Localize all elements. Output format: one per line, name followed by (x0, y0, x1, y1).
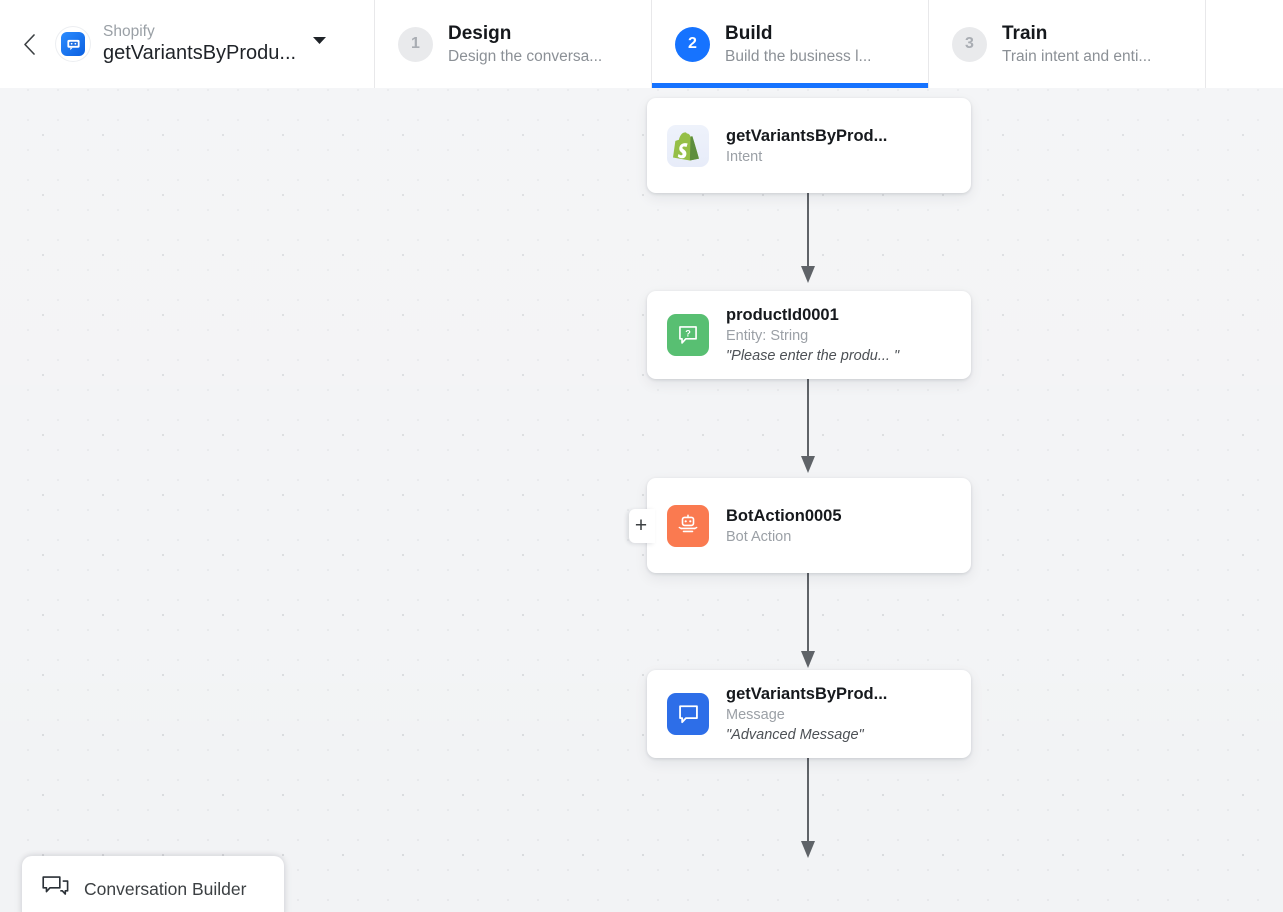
step-active-indicator (652, 83, 928, 88)
bot-avatar-icon (56, 27, 90, 61)
flow-canvas[interactable]: getVariantsByProd... Intent ? productId0… (0, 88, 1283, 912)
app-header: Shopify getVariantsByProdu... 1 Design D… (0, 0, 1283, 88)
add-node-button[interactable]: + (629, 508, 655, 543)
header-bot-identity: Shopify getVariantsByProdu... (0, 0, 375, 88)
step-title: Train (1002, 22, 1048, 44)
step-subtitle: Train intent and enti... (1002, 47, 1152, 65)
step-tab-train[interactable]: 3 Train Train intent and enti... (929, 0, 1206, 88)
robot-icon (667, 504, 709, 547)
flow-node-type: Entity: String (726, 328, 809, 344)
back-button[interactable] (14, 29, 44, 59)
flow-node-type: Message (726, 707, 785, 723)
shopify-bag-icon (667, 124, 709, 167)
flow-node-quote: "Please enter the produ... " (726, 348, 900, 364)
step-title: Design (448, 22, 512, 44)
step-tab-build[interactable]: 2 Build Build the business l... (652, 0, 929, 88)
flow-node-title: getVariantsByProd... (726, 126, 888, 145)
flow-node-type: Intent (726, 148, 763, 165)
question-bubble-icon: ? (667, 314, 709, 356)
chat-bubbles-icon (42, 875, 69, 904)
chevron-down-icon (312, 32, 327, 50)
flow-connector (801, 193, 815, 283)
step-number-badge: 3 (952, 26, 987, 62)
message-bubble-icon (667, 693, 709, 735)
flow-connector (801, 758, 815, 858)
step-tab-design[interactable]: 1 Design Design the conversa... (375, 0, 652, 88)
step-number-badge: 2 (675, 26, 710, 62)
svg-text:?: ? (685, 328, 691, 338)
flow-connector (801, 568, 815, 668)
step-number-badge: 1 (398, 26, 433, 62)
flow-node-title: BotAction0005 (726, 506, 842, 525)
flow-connector (801, 378, 815, 473)
flow-node-bot-action[interactable]: + BotAction0005 Bot Action (629, 478, 971, 573)
wizard-steps: 1 Design Design the conversa... 2 Build … (375, 0, 1283, 88)
flow-node-quote: "Advanced Message" (726, 727, 864, 743)
flow-node-type: Bot Action (726, 528, 792, 545)
step-subtitle: Build the business l... (725, 47, 872, 65)
bot-selector-dropdown[interactable] (312, 32, 327, 56)
flow-node-entity[interactable]: ? productId0001 Entity: String "Please e… (647, 291, 971, 379)
bot-category-label: Shopify (103, 23, 155, 40)
header-spacer (1206, 0, 1283, 88)
step-subtitle: Design the conversa... (448, 47, 603, 65)
bot-title-block[interactable]: Shopify getVariantsByProdu... (103, 22, 296, 66)
flow-node-title: productId0001 (726, 306, 839, 324)
flow-node-message[interactable]: getVariantsByProd... Message "Advanced M… (647, 670, 971, 758)
bot-name-label: getVariantsByProdu... (103, 42, 297, 64)
flow-node-intent[interactable]: getVariantsByProd... Intent (647, 98, 971, 193)
flow-node-title: getVariantsByProd... (726, 685, 888, 703)
conversation-builder-label: Conversation Builder (84, 878, 247, 899)
conversation-builder-panel[interactable]: Conversation Builder (22, 856, 284, 912)
chevron-left-icon (23, 33, 36, 55)
step-title: Build (725, 22, 773, 44)
